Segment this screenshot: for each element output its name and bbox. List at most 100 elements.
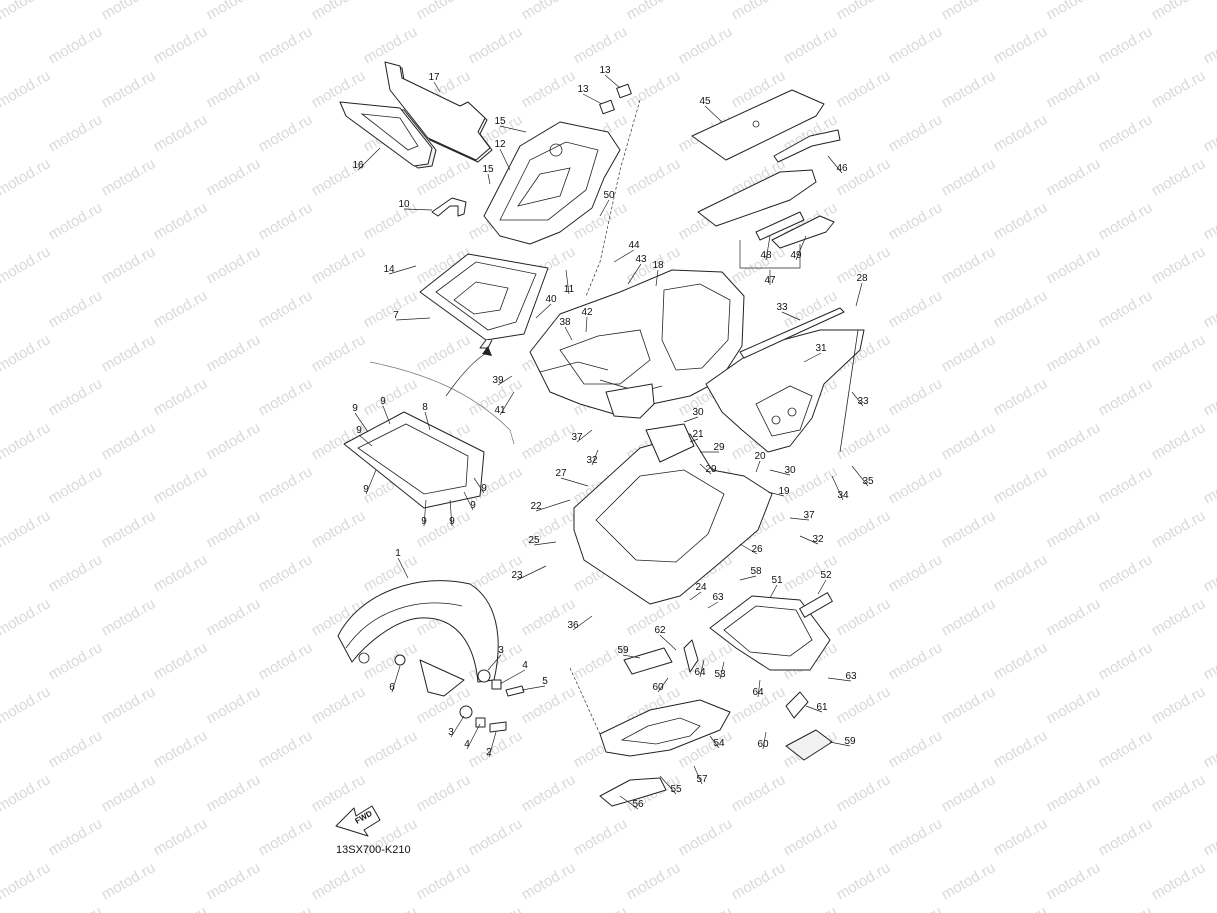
part-number-label: 45 [699, 96, 711, 107]
part-number-label: 40 [545, 294, 557, 305]
watermark-text: motod.ru [1096, 727, 1156, 771]
seat-arrow-line [445, 351, 489, 397]
callout-leader-line [604, 74, 621, 89]
watermark-text: motod.ru [256, 551, 316, 595]
part-number-label: 19 [778, 486, 790, 497]
watermark-text: motod.ru [834, 155, 894, 199]
part-number-label: 47 [764, 275, 776, 286]
watermark-text: motod.ru [204, 67, 264, 111]
callout-leader-line [757, 679, 761, 698]
watermark-text: motod.ru [361, 903, 421, 913]
watermark-text: motod.ru [676, 903, 736, 913]
part-number-label: 48 [760, 250, 772, 261]
callout-leader-line [683, 416, 699, 423]
watermark-text: motod.ru [204, 683, 264, 727]
part-number-label: 37 [803, 510, 815, 521]
dash-line-lower [569, 667, 601, 735]
callout-leader-line [851, 465, 869, 487]
watermark-text: motod.ru [204, 859, 264, 903]
watermark-text: motod.ru [1201, 727, 1217, 771]
watermark-text: motod.ru [834, 507, 894, 551]
watermark-text: motod.ru [991, 815, 1051, 859]
watermark-text: motod.ru [886, 815, 946, 859]
callout-leader-line [817, 579, 827, 595]
watermark-text: motod.ru [519, 683, 579, 727]
callout-leader-line [799, 535, 819, 545]
callout-leader-line [719, 661, 725, 680]
part-number-label: 12 [494, 139, 506, 150]
watermark-text: motod.ru [1201, 551, 1217, 595]
callout-leader-line [395, 317, 431, 321]
watermark-text: motod.ru [204, 155, 264, 199]
callout-leader-line [487, 654, 502, 671]
watermark-text: motod.ru [361, 727, 421, 771]
callout-leader-line [423, 499, 427, 527]
part-number-label: 43 [635, 254, 647, 265]
lower-cover-part [599, 777, 667, 807]
watermark-text: motod.ru [256, 463, 316, 507]
callout-leader-line [599, 199, 610, 217]
callout-leader-line [659, 634, 677, 651]
watermark-text: motod.ru [1096, 23, 1156, 67]
watermark-text: motod.ru [886, 463, 946, 507]
part-number-label: 60 [757, 739, 769, 750]
watermark-text: motod.ru [729, 859, 789, 903]
part-number-label: 17 [428, 72, 440, 83]
watermark-text: motod.ru [886, 639, 946, 683]
watermark-text: motod.ru [519, 595, 579, 639]
watermark-text: motod.ru [256, 375, 316, 419]
watermark-text: motod.ru [309, 507, 369, 551]
watermark-text: motod.ru [204, 243, 264, 287]
watermark-text: motod.ru [204, 331, 264, 375]
watermark-text: motod.ru [991, 551, 1051, 595]
watermark-text: motod.ru [991, 111, 1051, 155]
watermark-text: motod.ru [886, 111, 946, 155]
watermark-text: motod.ru [1201, 111, 1217, 155]
part-number-label: 50 [603, 190, 615, 201]
stay-part-62 [683, 639, 699, 673]
watermark-text: motod.ru [1149, 683, 1209, 727]
callout-leader-line [535, 303, 552, 319]
watermark-text: motod.ru [571, 903, 631, 913]
watermark-text: motod.ru [1149, 243, 1209, 287]
part-number-label: 46 [836, 163, 848, 174]
reflector-part-59b [785, 729, 833, 761]
watermark-text: motod.ru [1149, 67, 1209, 111]
watermark-text: motod.ru [256, 287, 316, 331]
watermark-text: motod.ru [939, 419, 999, 463]
watermark-text: motod.ru [309, 331, 369, 375]
watermark-text: motod.ru [939, 67, 999, 111]
watermark-text: motod.ru [99, 859, 159, 903]
callout-leader-line [424, 411, 431, 431]
callout-leader-line [497, 375, 513, 386]
watermark-text: motod.ru [99, 331, 159, 375]
callout-leader-line [487, 173, 491, 185]
watermark-text: motod.ru [1201, 287, 1217, 331]
watermark-text: motod.ru [1096, 463, 1156, 507]
callout-leader-line [564, 326, 573, 341]
callout-leader-line [739, 543, 758, 555]
part-number-label: 55 [670, 784, 682, 795]
watermark-text: motod.ru [0, 507, 53, 551]
part-number-label: 15 [494, 116, 506, 127]
part-number-label: 57 [696, 774, 708, 785]
part-number-label: 3 [498, 645, 504, 656]
callout-leader-line [689, 591, 702, 601]
watermark-text: motod.ru [1149, 0, 1209, 23]
watermark-text: motod.ru [1149, 595, 1209, 639]
part-number-label: 4 [522, 660, 528, 671]
callout-leader-line [655, 269, 659, 287]
license-bracket-part [709, 595, 831, 671]
part-number-label: 28 [856, 273, 868, 284]
watermark-text: motod.ru [519, 67, 579, 111]
watermark-text: motod.ru [1044, 683, 1104, 727]
watermark-text: motod.ru [519, 0, 579, 23]
watermark-text: motod.ru [309, 683, 369, 727]
part-number-label: 64 [752, 687, 764, 698]
watermark-text: motod.ru [624, 155, 684, 199]
clip-part-13b [599, 99, 615, 115]
bracket-line-47 [739, 240, 801, 269]
watermark-text: motod.ru [939, 771, 999, 815]
watermark-text: motod.ru [624, 0, 684, 23]
watermark-text: motod.ru [886, 551, 946, 595]
